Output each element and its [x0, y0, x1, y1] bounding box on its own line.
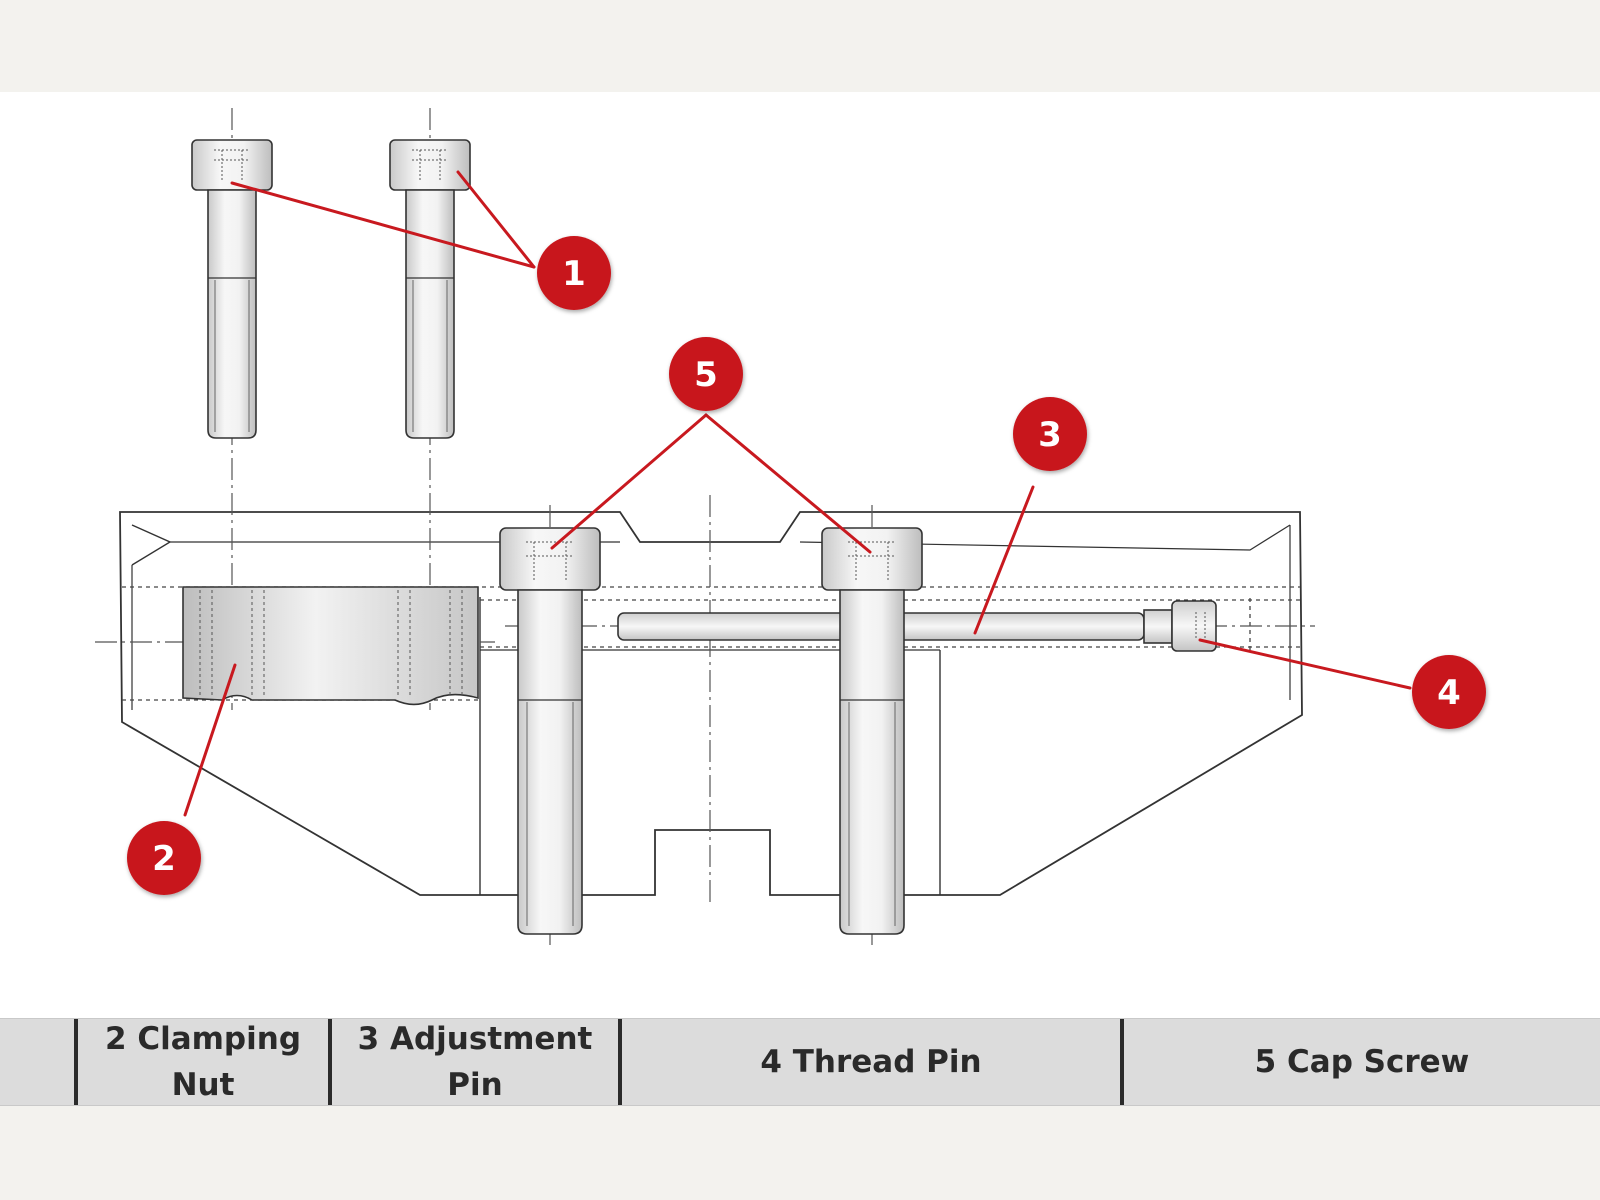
callout-number-5: 5: [694, 355, 718, 395]
drawing-canvas: [0, 92, 1600, 1018]
cap-screw-left: [499, 527, 601, 935]
callout-badge-5: 5: [669, 337, 743, 411]
legend-label: 5 Cap Screw: [1254, 1044, 1470, 1080]
callout-badge-1: 1: [537, 236, 611, 310]
leader-lines: [183, 170, 1412, 817]
bolt-top-left: [191, 139, 273, 439]
callout-number-2: 2: [152, 839, 176, 879]
center-lines: [95, 108, 1315, 945]
housing-body: [119, 511, 1303, 896]
thread-pin: [617, 600, 1217, 652]
callout-badge-2: 2: [127, 821, 201, 895]
legend-item-thread-pin: 4 Thread Pin: [622, 1019, 1120, 1105]
bolt-top-right: [389, 139, 471, 439]
legend-item-clamping-nut: 2 Clamping Nut: [78, 1019, 328, 1105]
legend-divider: [74, 1019, 78, 1105]
callout-number-4: 4: [1437, 673, 1461, 713]
parts-legend: 2 Clamping Nut 3 Adjustment Pin 4 Thread…: [0, 1018, 1600, 1106]
callout-badge-4: 4: [1412, 655, 1486, 729]
legend-label: 3 Adjustment Pin: [357, 1021, 593, 1103]
legend-item-cap-screw: 5 Cap Screw: [1124, 1019, 1600, 1105]
legend-item-adjustment-pin: 3 Adjustment Pin: [332, 1019, 618, 1105]
legend-divider: [328, 1019, 332, 1105]
legend-label: 2 Clamping Nut: [104, 1021, 302, 1103]
callout-number-3: 3: [1038, 415, 1062, 455]
legend-label: 4 Thread Pin: [760, 1044, 982, 1080]
legend-divider: [1120, 1019, 1124, 1105]
callout-badge-3: 3: [1013, 397, 1087, 471]
cap-screw-right: [821, 527, 923, 935]
clamping-nut: [182, 586, 479, 706]
callout-number-1: 1: [562, 254, 586, 294]
legend-divider: [618, 1019, 622, 1105]
